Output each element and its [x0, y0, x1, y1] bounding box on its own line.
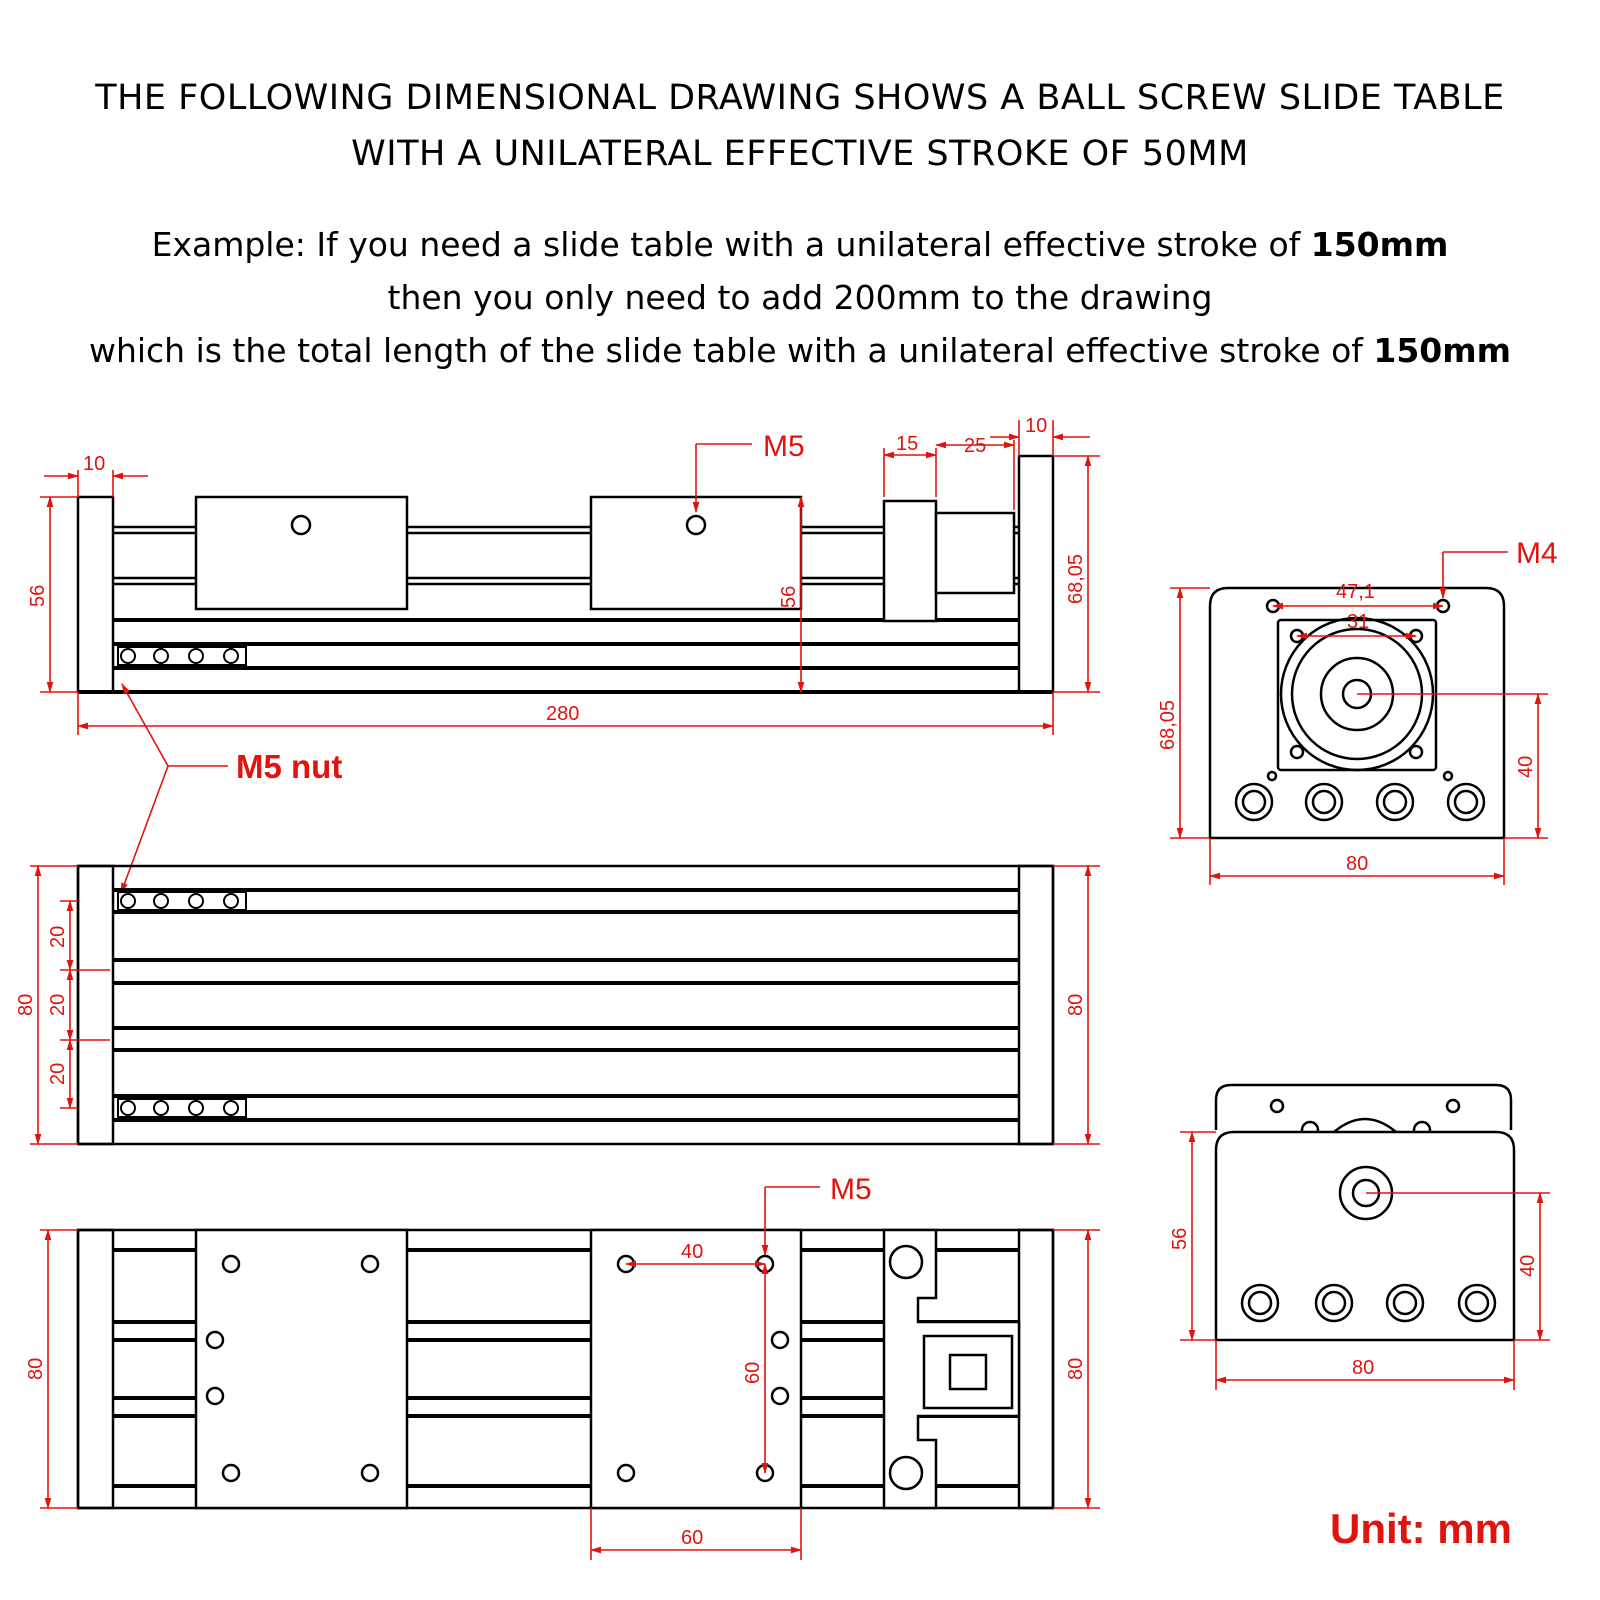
m5-nut-callout: M5 nut	[120, 683, 342, 895]
example-line-1: Example: If you need a slide table with …	[151, 225, 1449, 264]
dim-top-20a: 20	[47, 926, 69, 948]
side-bearing-block	[882, 499, 938, 623]
dim-side-280: 280	[546, 703, 579, 725]
unit-label: Unit: mm	[1330, 1505, 1512, 1552]
end-view-idle-dimensions: 56 40 80	[1169, 1130, 1550, 1390]
dim-bottom-60-horiz: 60	[681, 1527, 703, 1549]
dim-top-80-right: 80	[1065, 994, 1087, 1016]
dim-side-right-10: 10	[1025, 415, 1047, 437]
example-text: Example: If you need a slide table with …	[0, 218, 1600, 377]
top-right-plate	[1017, 864, 1055, 1146]
dim-bottom-80-left: 80	[25, 1358, 47, 1380]
side-carriage-2	[589, 495, 803, 611]
side-nut-row	[117, 646, 247, 666]
side-carriage-1	[194, 495, 409, 611]
dim-side-56-left: 56	[27, 585, 49, 607]
dim-end2-80: 80	[1352, 1357, 1374, 1379]
dim-bottom-80-right: 80	[1065, 1358, 1087, 1380]
callout-m5-nut: M5 nut	[236, 748, 342, 785]
dim-end-31: 31	[1347, 611, 1369, 633]
top-nut-row-lower	[117, 1098, 247, 1118]
callout-m5-bottom: M5	[830, 1173, 872, 1206]
end-view-idle	[1214, 1083, 1516, 1342]
bottom-carriage-1	[194, 1228, 409, 1510]
dim-side-68: 68,05	[1065, 554, 1087, 604]
header: THE FOLLOWING DIMENSIONAL DRAWING SHOWS …	[0, 70, 1600, 182]
dim-top-20b: 20	[47, 994, 69, 1016]
side-view	[76, 454, 1055, 694]
bottom-view	[76, 1228, 1055, 1510]
example-line-2: then you only need to add 200mm to the d…	[387, 278, 1213, 317]
dim-bottom-40: 40	[681, 1241, 703, 1263]
title-line-1: THE FOLLOWING DIMENSIONAL DRAWING SHOWS …	[95, 78, 1505, 118]
dim-top-80-left: 80	[15, 994, 37, 1016]
dim-end2-40: 40	[1517, 1255, 1539, 1277]
dim-top-20c: 20	[47, 1063, 69, 1085]
dim-side-25: 25	[964, 435, 986, 457]
dim-end-80: 80	[1346, 853, 1368, 875]
dim-side-15: 15	[896, 433, 918, 455]
dim-end2-56: 56	[1169, 1228, 1191, 1250]
top-left-plate	[76, 864, 115, 1146]
end-view-motor-dimensions: 47,1 31 M4 68,05 40 80	[1157, 537, 1558, 885]
side-left-plate	[76, 495, 115, 694]
dim-side-left-10: 10	[83, 453, 105, 475]
dim-end-68: 68,05	[1157, 700, 1179, 750]
top-view	[76, 864, 1055, 1146]
top-view-dimensions: 80 20 20 20 80	[15, 864, 1100, 1146]
dim-side-56-mid: 56	[778, 586, 800, 608]
top-nut-row-upper	[117, 891, 247, 911]
example-line-3: which is the total length of the slide t…	[88, 331, 1512, 370]
callout-m5-top: M5	[763, 430, 805, 463]
title-line-2: WITH A UNILATERAL EFFECTIVE STROKE OF 50…	[351, 134, 1249, 174]
bottom-view-dimensions: 80 80 40 60 60 M5	[25, 1173, 1100, 1560]
dim-end-47: 47,1	[1336, 581, 1375, 603]
side-view-dimensions: 10 15 25 10 56 56 68,05 280 M5	[27, 415, 1100, 735]
callout-m4: M4	[1516, 537, 1558, 570]
side-right-plate	[1017, 454, 1055, 694]
dim-end-40: 40	[1515, 756, 1537, 778]
dim-bottom-60-vert: 60	[742, 1362, 764, 1384]
